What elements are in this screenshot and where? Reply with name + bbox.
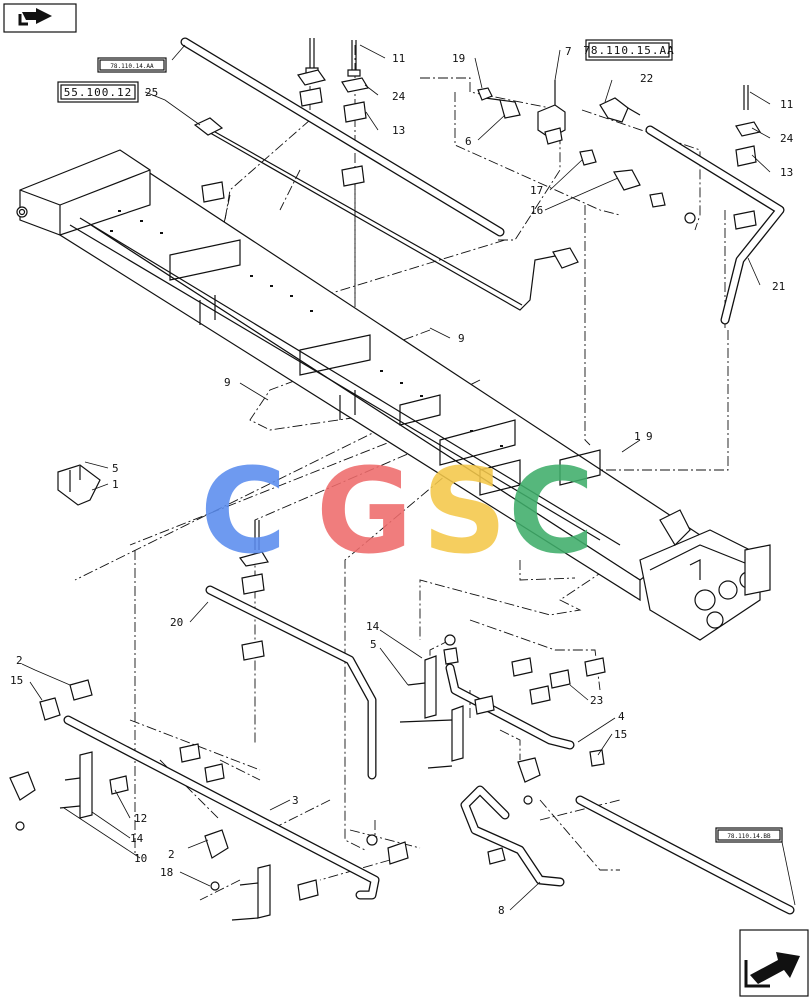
callout-8: 8	[498, 904, 505, 917]
callout-24-center: 24	[392, 90, 406, 103]
bolt-11-center[interactable]	[347, 40, 361, 77]
callout-21: 21	[772, 280, 785, 293]
clamp-12-set[interactable]	[109, 743, 225, 795]
forward-arrow-icon	[744, 952, 800, 988]
callout-18: 18	[160, 866, 173, 879]
watermark-letter-1: C	[200, 442, 287, 580]
fitting-right-elbow[interactable]	[517, 757, 541, 805]
callout-17: 17	[530, 184, 543, 197]
callout-5-upper: 5	[112, 462, 119, 475]
watermark-letter-2: G	[316, 442, 413, 580]
hose-8[interactable]	[460, 785, 565, 887]
reference-label-bottom-right: 78.110.14.BB	[727, 833, 771, 840]
reference-box-top-right[interactable]: 78.110.15.AA	[583, 39, 674, 61]
small-mounting-bracket[interactable]	[57, 464, 101, 506]
callout-6: 6	[465, 135, 472, 148]
reference-label-top-right: 78.110.15.AA	[583, 44, 674, 57]
plate-14-5[interactable]	[407, 655, 437, 719]
callout-15-left: 15	[10, 674, 23, 687]
callout-13-center: 13	[392, 124, 405, 137]
callout-2-center: 2	[168, 848, 175, 861]
callout-10: 10	[134, 852, 147, 865]
callout-14-left: 14	[130, 832, 144, 845]
callout-12: 12	[134, 812, 147, 825]
clamp-upper-center[interactable]	[238, 520, 269, 661]
callout-24-right: 24	[780, 132, 794, 145]
callout-22: 22	[640, 72, 653, 85]
callout-16: 16	[530, 204, 543, 217]
plate-right-lower[interactable]	[399, 705, 464, 769]
callout-7: 7	[565, 45, 572, 58]
fitting-18-set[interactable]	[204, 829, 229, 891]
fitting-15-left[interactable]	[39, 697, 61, 721]
valve-block-7[interactable]	[537, 80, 566, 145]
tube-20[interactable]	[205, 585, 377, 780]
reference-label-top-left: 78.110.14.AA	[110, 63, 154, 70]
clamp-2-left[interactable]	[69, 679, 93, 701]
tube-3[interactable]	[63, 715, 380, 900]
callout-1-boom: 1	[634, 430, 641, 443]
main-boom-frame[interactable]	[16, 149, 771, 641]
fitting-16[interactable]	[613, 169, 696, 224]
fitting-elbow-left[interactable]	[9, 771, 36, 831]
callout-15-right: 15	[614, 728, 627, 741]
tube-4[interactable]	[445, 663, 575, 750]
nut-19[interactable]	[477, 87, 493, 101]
callout-1-bracket: 1	[112, 478, 119, 491]
plate-10-14[interactable]	[59, 751, 93, 819]
reference-box-bottom-right[interactable]: 78.110.14.BB	[715, 827, 783, 843]
callout-numbers: 11 11 24 24 13 13 19 7 22 25 6 17 16 21 …	[10, 45, 794, 917]
callout-14-right: 14	[366, 620, 380, 633]
callout-4: 4	[618, 710, 625, 723]
reference-label-left: 55.100.12	[64, 86, 133, 99]
watermark-logo: C G S C	[200, 442, 595, 580]
plate-lower-center[interactable]	[231, 864, 271, 921]
forward-nav-button[interactable]	[739, 929, 809, 997]
callout-2-left: 2	[16, 654, 23, 667]
reference-box-top-left[interactable]: 78.110.14.AA	[97, 57, 167, 73]
callout-leaders	[21, 44, 796, 911]
callout-5-lower: 5	[370, 638, 377, 651]
callout-9-left: 9	[224, 376, 231, 389]
back-arrow-icon	[18, 8, 52, 26]
fitting-15-right[interactable]	[589, 749, 605, 767]
clamp-23-set[interactable]	[474, 657, 606, 715]
fitting-top-tube-4[interactable]	[443, 634, 459, 665]
watermark-letter-4: C	[508, 442, 595, 580]
fitting-17[interactable]	[579, 149, 597, 166]
callout-9-right: 9	[646, 430, 653, 443]
callout-9-upper: 9	[458, 332, 465, 345]
back-nav-button[interactable]	[3, 3, 77, 33]
callout-11-center: 11	[392, 52, 405, 65]
bolt-11-left[interactable]	[305, 38, 319, 75]
fitting-bottom-tube-20[interactable]	[366, 834, 378, 846]
bolt-11-right[interactable]	[743, 85, 749, 110]
callout-20: 20	[170, 616, 183, 629]
watermark-letter-3: S	[422, 442, 507, 580]
upper-tube-line[interactable]	[180, 37, 579, 311]
callout-11-right: 11	[780, 98, 793, 111]
callout-19: 19	[452, 52, 465, 65]
tube-21[interactable]	[645, 125, 785, 325]
tube-bottom-right[interactable]	[575, 795, 795, 915]
reference-box-left[interactable]: 55.100.12	[57, 81, 139, 103]
callout-25: 25	[145, 86, 158, 99]
clamp-24-13-set[interactable]	[201, 69, 761, 230]
callout-3: 3	[292, 794, 299, 807]
callout-13-right: 13	[780, 166, 793, 179]
fitting-22[interactable]	[599, 97, 641, 123]
callout-23: 23	[590, 694, 603, 707]
clamp-lower-center[interactable]	[297, 841, 409, 901]
